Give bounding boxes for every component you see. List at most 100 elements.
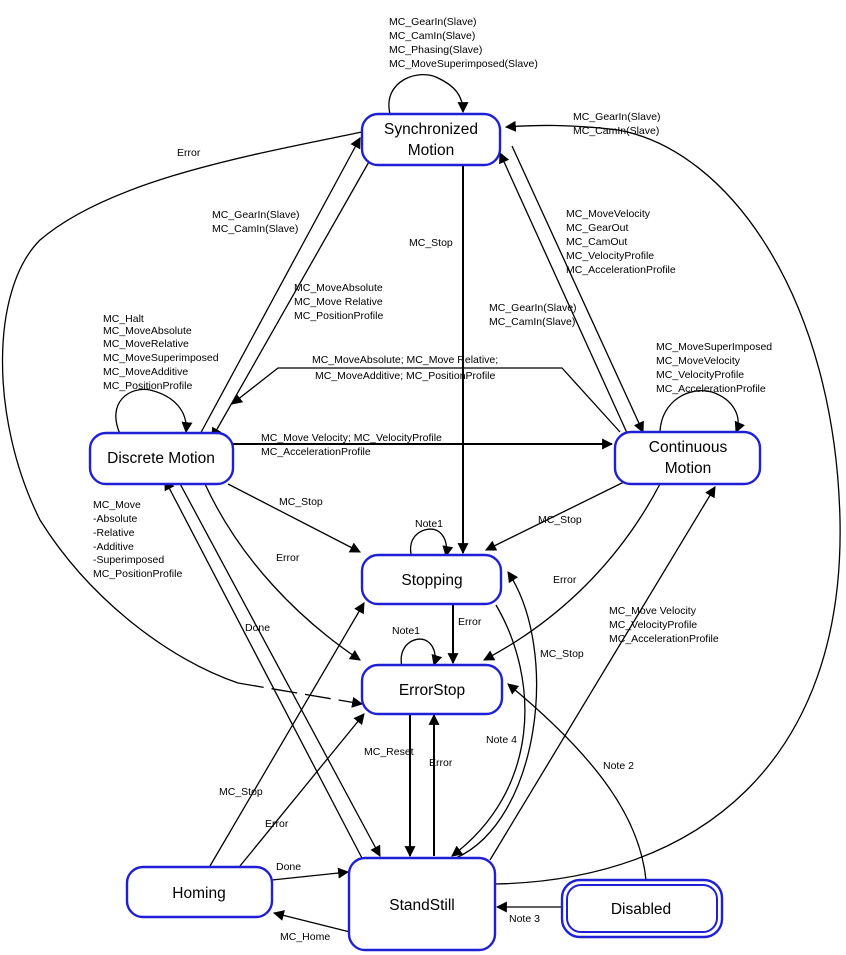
label-cont-self-2: MC_MoveVelocity — [656, 355, 741, 367]
edge-stop-self — [409, 528, 454, 559]
label-note3: Note 3 — [509, 913, 540, 925]
label-note2: Note 2 — [603, 760, 634, 772]
edge-homing-stop — [209, 602, 365, 867]
label-cont-to-sync-2: MC_CamIn(Slave) — [489, 316, 575, 328]
label-stand-stop: MC_Stop — [540, 648, 584, 660]
edge-disc-self — [115, 388, 193, 435]
label-disc-to-cont-1: MC_Move Velocity; MC_VelocityProfile — [261, 432, 442, 444]
edge-homing-error — [239, 713, 365, 867]
label-stop-note: Note1 — [415, 518, 443, 530]
edge-disc-done — [177, 479, 381, 857]
state-disabled[interactable]: Disabled — [560, 878, 724, 939]
label-done-disc: Done — [245, 622, 270, 634]
state-synchronized-motion[interactable]: Synchronized Motion — [360, 112, 502, 167]
label-disc-self-3: MC_MoveRelative — [103, 338, 189, 350]
edge-cont-self — [659, 390, 745, 434]
label-sync-to-cont-2: MC_GearOut — [566, 222, 629, 234]
edge-stand-to-disc — [164, 479, 365, 863]
label-disc-stop: MC_Stop — [279, 496, 323, 508]
state-errorstop[interactable]: ErrorStop — [360, 663, 504, 716]
label-sync-self-4: MC_MoveSuperimposed(Slave) — [389, 58, 538, 70]
label-stand-to-cont-1: MC_Move Velocity — [609, 605, 697, 617]
label-disc-self-5: MC_MoveAdditive — [103, 366, 188, 378]
state-standstill-label: StandStill — [389, 897, 454, 914]
label-stand-to-cont-3: MC_AccelerationProfile — [609, 633, 719, 645]
label-cont-to-disc-2: MC_MoveAdditive; MC_PositionProfile — [315, 370, 495, 382]
label-cont-self-1: MC_MoveSuperImposed — [656, 341, 772, 353]
label-right-sync-1: MC_GearIn(Slave) — [573, 111, 661, 123]
edge-err-self — [400, 638, 443, 668]
label-sync-self-3: MC_Phasing(Slave) — [389, 44, 482, 56]
edge-cont-error — [483, 483, 661, 661]
label-disc-to-sync-2: MC_CamIn(Slave) — [212, 223, 298, 235]
state-homing[interactable]: Homing — [125, 865, 274, 919]
state-synchronized-line1: Synchronized — [384, 121, 478, 138]
state-discrete-motion[interactable]: Discrete Motion — [88, 431, 235, 486]
edge-cont-to-disc — [231, 367, 621, 433]
state-homing-label: Homing — [172, 885, 225, 902]
label-sync-to-disc-3: MC_PositionProfile — [294, 310, 383, 322]
label-sync-to-disc-2: MC_Move Relative — [294, 296, 383, 308]
edge-cont-to-sync — [499, 151, 628, 434]
state-continuous-motion[interactable]: Continuous Motion — [613, 430, 762, 486]
label-homing-error: Error — [265, 818, 289, 830]
edge-sync-to-disc — [211, 159, 371, 439]
edge-sync-self — [388, 73, 469, 115]
label-stand-to-disc-3: -Relative — [93, 527, 135, 539]
label-reset: MC_Reset — [364, 746, 414, 758]
edge-stand-stop — [455, 571, 538, 859]
label-cont-self-4: MC_AccelerationProfile — [656, 383, 766, 395]
edge-sync-error-outer — [1, 131, 363, 684]
state-errorstop-label: ErrorStop — [399, 682, 465, 699]
label-cont-self-3: MC_VelocityProfile — [656, 369, 744, 381]
edge-stand-to-cont — [489, 486, 716, 861]
edge-homing-done — [271, 867, 350, 881]
label-error-outer: Error — [177, 147, 201, 159]
edge-note2 — [507, 683, 647, 881]
edge-note4 — [451, 604, 526, 857]
label-cont-to-sync-1: MC_GearIn(Slave) — [489, 302, 577, 314]
label-stand-to-disc-2: -Absolute — [93, 513, 138, 525]
label-homing-done: Done — [276, 861, 301, 873]
state-stopping-label: Stopping — [401, 572, 462, 589]
label-disc-self-1: MC_Halt — [103, 313, 144, 325]
label-mc-home: MC_Home — [280, 931, 330, 943]
state-discrete-label: Discrete Motion — [107, 450, 215, 467]
label-stand-to-disc-5: -Superimposed — [93, 554, 164, 566]
state-synchronized-line2: Motion — [408, 142, 455, 159]
transition-labels: MC_GearIn(Slave) MC_CamIn(Slave) MC_Phas… — [93, 16, 772, 943]
label-homing-stop: MC_Stop — [219, 786, 263, 798]
edge-disc-error — [204, 483, 361, 661]
label-sync-to-cont-5: MC_AccelerationProfile — [566, 264, 676, 276]
edge-standstill-to-sync-outer — [494, 120, 841, 885]
edge-mc-home — [272, 910, 351, 933]
state-disabled-label: Disabled — [611, 901, 671, 918]
transitions — [1, 73, 841, 933]
label-right-sync-2: MC_CamIn(Slave) — [573, 125, 659, 137]
label-stand-to-disc-6: MC_PositionProfile — [93, 568, 182, 580]
state-standstill[interactable]: StandStill — [347, 856, 497, 952]
label-sync-to-cont-3: MC_CamOut — [566, 236, 627, 248]
label-sync-self-2: MC_CamIn(Slave) — [389, 30, 475, 42]
label-disc-self-6: MC_PositionProfile — [103, 380, 192, 392]
label-err-note: Note1 — [392, 625, 420, 637]
label-sync-to-cont-4: MC_VelocityProfile — [566, 250, 654, 262]
label-cont-error: Error — [553, 574, 577, 586]
edge-cont-stop — [485, 479, 629, 551]
label-sync-self-1: MC_GearIn(Slave) — [389, 16, 477, 28]
label-sync-to-disc-1: MC_MoveAbsolute — [294, 282, 383, 294]
label-stand-error: Error — [429, 757, 453, 769]
state-stopping[interactable]: Stopping — [360, 553, 503, 606]
label-stand-to-disc-4: -Additive — [93, 541, 134, 553]
label-sync-stop: MC_Stop — [409, 237, 453, 249]
label-disc-self-2: MC_MoveAbsolute — [103, 325, 192, 337]
label-disc-to-cont-2: MC_AccelerationProfile — [261, 446, 371, 458]
label-note4: Note 4 — [486, 734, 517, 746]
label-disc-error: Error — [276, 552, 300, 564]
label-stand-to-cont-2: MC_VelocityProfile — [609, 619, 697, 631]
edge-sync-to-cont — [511, 145, 644, 434]
label-stop-error: Error — [458, 616, 482, 628]
edge-disc-stop — [227, 483, 361, 553]
label-stand-to-disc-1: MC_Move — [93, 499, 141, 511]
